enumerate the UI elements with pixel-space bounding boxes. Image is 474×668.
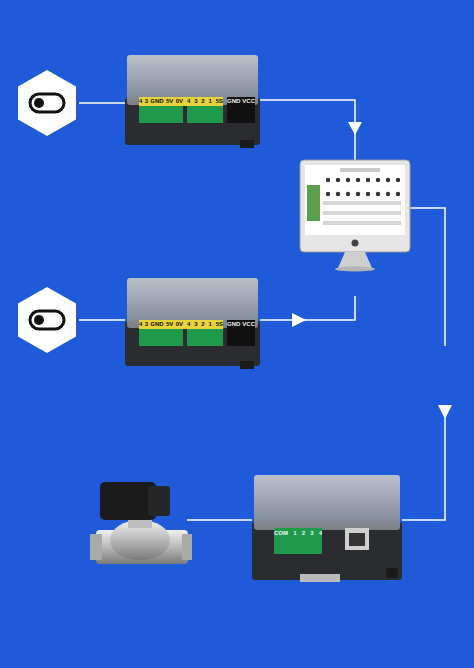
wire bbox=[410, 208, 445, 346]
switch-hexagon bbox=[18, 70, 76, 136]
module-cover bbox=[254, 475, 400, 530]
terminal-block bbox=[274, 528, 322, 554]
wire bbox=[79, 102, 125, 104]
monitor-screen bbox=[305, 165, 405, 235]
screen-buttons bbox=[323, 201, 401, 225]
logo-mark bbox=[352, 240, 359, 247]
module-base bbox=[125, 321, 260, 366]
terminal-block bbox=[139, 329, 183, 346]
arrow-head bbox=[348, 122, 362, 135]
wire bbox=[187, 519, 252, 521]
module-foot bbox=[240, 361, 254, 369]
terminal-label: 4 3 2 1 5S bbox=[187, 320, 223, 329]
io-module: COM 1 2 3 4 bbox=[252, 475, 402, 580]
terminal-label: 4 3 GND 5V 0V bbox=[139, 97, 183, 106]
wires bbox=[79, 100, 445, 520]
module-foot bbox=[386, 568, 398, 578]
din-clip bbox=[300, 574, 340, 582]
terminal-block bbox=[187, 329, 223, 346]
module-foot bbox=[240, 140, 254, 148]
screen-indicators bbox=[326, 178, 400, 196]
wire bbox=[402, 408, 445, 520]
toggle-knob bbox=[34, 315, 44, 325]
terminal-block bbox=[139, 106, 183, 123]
wire bbox=[79, 319, 125, 321]
switch-hexagon bbox=[18, 287, 76, 353]
monitor-stand bbox=[338, 252, 372, 268]
terminal-block bbox=[227, 320, 255, 346]
label-strip bbox=[139, 320, 223, 329]
ethernet-port bbox=[345, 528, 369, 550]
terminal-label: 4 3 2 1 5S bbox=[187, 97, 223, 106]
label-strip bbox=[139, 97, 223, 106]
wire bbox=[260, 100, 355, 160]
terminal-block bbox=[227, 97, 255, 123]
ethernet-port bbox=[349, 533, 365, 546]
monitor-stand bbox=[335, 267, 375, 272]
terminal-label: GND VCC bbox=[227, 320, 255, 329]
terminal-label: GND VCC bbox=[227, 97, 255, 106]
arrow-head bbox=[438, 405, 452, 419]
terminal-label: COM 1 2 3 4 bbox=[274, 529, 322, 538]
screen-title bbox=[340, 168, 380, 172]
toggle-icon bbox=[30, 94, 64, 112]
terminal-label: 4 3 GND 5V 0V bbox=[139, 320, 183, 329]
valve-coil bbox=[100, 482, 156, 520]
valve-fitting bbox=[90, 534, 102, 560]
monitor-frame bbox=[300, 160, 410, 252]
wire bbox=[260, 296, 355, 320]
valve-connector bbox=[148, 486, 170, 516]
toggle-icon bbox=[30, 311, 64, 329]
screen-image bbox=[307, 185, 320, 221]
io-module: 4 3 GND 5V 0V 4 3 2 1 5S GND VCC bbox=[125, 55, 260, 145]
terminal-block bbox=[187, 106, 223, 123]
toggle-knob bbox=[34, 98, 44, 108]
module-base bbox=[125, 98, 260, 145]
arrow-head bbox=[292, 313, 306, 327]
valve-fitting bbox=[182, 534, 192, 560]
module-base bbox=[252, 522, 402, 580]
io-module: 4 3 GND 5V 0V 4 3 2 1 5S GND VCC bbox=[125, 278, 260, 366]
